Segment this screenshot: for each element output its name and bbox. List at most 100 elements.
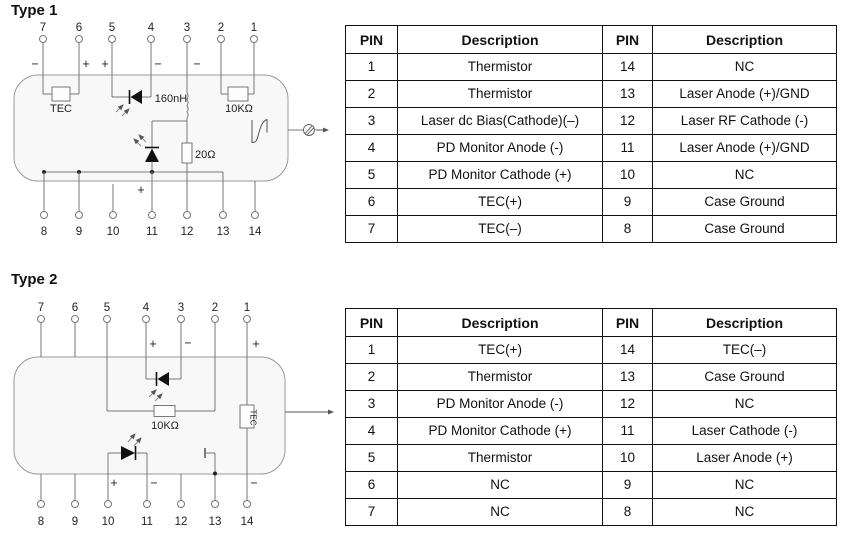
- table-cell: 9: [602, 471, 653, 499]
- table-cell: Case Ground: [652, 363, 837, 391]
- polarity-sign: +: [252, 337, 259, 351]
- table-cell: NC: [652, 161, 837, 189]
- tec-label: TEC: [249, 410, 258, 426]
- table-cell: 5: [345, 444, 398, 472]
- pin-number: 10: [102, 516, 115, 528]
- table-cell: NC: [397, 471, 603, 499]
- pin-number: 2: [218, 22, 224, 34]
- type2-title: Type 2: [11, 271, 58, 288]
- pin-number: 5: [109, 22, 115, 34]
- case-ground-contact: [204, 448, 217, 501]
- pin-number: 11: [146, 226, 158, 238]
- table-cell: 10: [602, 444, 653, 472]
- type1-package-diagram: 7 6 5 4 3 2 1 − + + −: [13, 22, 329, 238]
- type1-bottom-pin-numbers: 8 9 10 11 12 13 14: [41, 226, 262, 238]
- thermistor-label: 10KΩ: [151, 420, 179, 432]
- table-cell: 7: [345, 215, 398, 243]
- type2-package-diagram: 7 6 5 4 3 2 1 + − + +: [13, 302, 334, 528]
- table-cell: Laser Anode (+)/GND: [652, 134, 837, 162]
- type2-bottom-pin-pads: [37, 500, 251, 508]
- type2-bottom-leads: [40, 474, 182, 501]
- table-header-row: PIN Description PIN Description: [345, 308, 837, 337]
- polarity-sign: +: [101, 57, 108, 71]
- description-header: Description: [397, 25, 603, 54]
- description-header: Description: [652, 308, 837, 337]
- table-cell: PD Monitor Anode (-): [397, 390, 603, 418]
- pin-number: 8: [38, 516, 44, 528]
- polarity-sign: −: [31, 57, 38, 71]
- table-cell: 1: [345, 336, 398, 364]
- thermistor-resistor: 10KΩ: [107, 405, 215, 432]
- fiber-output: [288, 124, 329, 136]
- pin-number: 14: [249, 226, 262, 238]
- table-cell: 8: [602, 215, 653, 243]
- pin-number: 6: [72, 302, 78, 314]
- table-cell: 3: [345, 107, 398, 135]
- table-cell: Case Ground: [652, 215, 837, 243]
- polarity-sign: +: [110, 476, 117, 490]
- table-cell: Thermistor: [397, 363, 603, 391]
- monitor-photodiode: [146, 372, 181, 402]
- type1-top-pin-numbers: 7 6 5 4 3 2 1: [40, 22, 257, 34]
- table-cell: NC: [652, 390, 837, 418]
- table-cell: 5: [345, 161, 398, 189]
- pin-number: 7: [40, 22, 46, 34]
- type2-top-leads: [40, 322, 248, 411]
- description-header: Description: [397, 308, 603, 337]
- damping-resistor: 20Ω: [181, 121, 215, 212]
- pin-number: 1: [251, 22, 257, 34]
- pin-number: 10: [107, 226, 120, 238]
- table-cell: 14: [602, 336, 653, 364]
- type2-polarity-signs: + − + + − −: [110, 336, 259, 490]
- polarity-sign: +: [137, 183, 144, 197]
- table-cell: Laser dc Bias(Cathode)(–): [397, 107, 603, 135]
- inductor-label: 160nH: [155, 93, 187, 105]
- polarity-sign: −: [184, 336, 191, 350]
- description-header: Description: [652, 25, 837, 54]
- table-cell: 7: [345, 498, 398, 526]
- lens-icon: [303, 124, 315, 136]
- table-cell: Laser Anode (+)/GND: [652, 80, 837, 108]
- pin-number: 6: [76, 22, 82, 34]
- table-cell: Laser Cathode (-): [652, 417, 837, 445]
- pin-header: PIN: [602, 25, 653, 54]
- table-cell: Laser Anode (+): [652, 444, 837, 472]
- table-cell: 1: [345, 53, 398, 81]
- table-cell: 2: [345, 363, 398, 391]
- isolator-icon: [251, 118, 268, 143]
- polarity-sign: +: [82, 57, 89, 71]
- table-cell: PD Monitor Anode (-): [397, 134, 603, 162]
- table-cell: 8: [602, 498, 653, 526]
- tec-label: TEC: [50, 103, 72, 115]
- polarity-sign: −: [150, 476, 157, 490]
- table-cell: 6: [345, 471, 398, 499]
- pin-header: PIN: [345, 25, 398, 54]
- pin-number: 5: [104, 302, 110, 314]
- pin-number: 13: [217, 226, 230, 238]
- pin-number: 12: [175, 516, 188, 528]
- pin-number: 12: [181, 226, 194, 238]
- pin-number: 9: [76, 226, 82, 238]
- pin-number: 9: [72, 516, 78, 528]
- table-cell: 14: [602, 53, 653, 81]
- table-header-row: PIN Description PIN Description: [345, 25, 837, 54]
- laser-diode: [107, 433, 148, 501]
- table-cell: NC: [652, 471, 837, 499]
- pin-number: 4: [143, 302, 150, 314]
- table-cell: 12: [602, 390, 653, 418]
- pin-number: 3: [178, 302, 184, 314]
- table-cell: 2: [345, 80, 398, 108]
- thermistor-resistor: 10KΩ: [221, 86, 254, 115]
- table-cell: 13: [602, 363, 653, 391]
